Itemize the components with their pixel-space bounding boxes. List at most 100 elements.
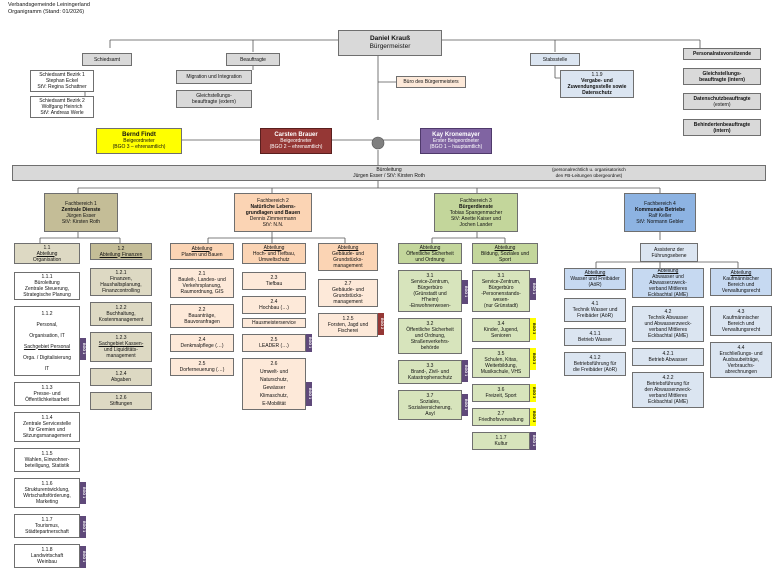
fb4-abt-wasser: Abteilung Wasser und Freibäder (AöR) bbox=[564, 268, 626, 290]
item-3-1-ez: 3.1 Service-Zentrum, Bürgerbüro (Grünsta… bbox=[398, 270, 462, 312]
item-1-1-1: 1.1.1 Büroleitung Zentrale Steuerung, St… bbox=[14, 272, 80, 300]
abt-abw-l2: Abwasser und bbox=[652, 274, 684, 280]
item-2-1: 2.1 Bauleit-, Landes- und Verkehrsplanun… bbox=[170, 268, 234, 298]
i32-l3: Straßenverkehrs- bbox=[410, 339, 450, 345]
i118-l2: Weinbau bbox=[37, 559, 57, 565]
item-2-5-leader: 2.5 LEADER (…) bbox=[242, 334, 306, 352]
bueroleitung-note-l1: (personalrechtlich u. organisatorisch bbox=[552, 167, 626, 172]
i112-num: 1.1.2 bbox=[41, 310, 53, 317]
i24-num: 2.4 bbox=[198, 337, 206, 343]
i31-l5: -Einwohnerwesen- bbox=[409, 303, 451, 309]
i35-l2: Weiterbildung, bbox=[485, 363, 517, 369]
i22-num: 2.2 bbox=[198, 307, 206, 313]
item-1-2-5: 1.2.5 Forsten, Jagd und Fischerei bbox=[318, 313, 378, 337]
i31-l3: (Grünstadt und bbox=[413, 291, 447, 297]
i122-l1: Buchhaltung, bbox=[106, 311, 136, 317]
fb4-box: Fachbereich 4 Kommunale Betriebe Ralf Ke… bbox=[624, 193, 696, 232]
i31b-l5: (nur Grünstadt) bbox=[484, 303, 518, 309]
item-2-7-friedhof: 2.7 Friedhofsverwaltung bbox=[472, 408, 530, 426]
item-4-1-2: 4.1.2 Betriebsführung für die Freibäder … bbox=[564, 352, 626, 376]
schiedsamt1-person: Stephan Eckel bbox=[45, 78, 79, 84]
i422-l4: Eckbachtal (AME) bbox=[647, 399, 688, 405]
item-1-1-8: 1.1.8 Landwirtschaft Weinbau bbox=[14, 544, 80, 568]
item-1-1-3: 1.1.3 Presse- und Öffentlichkeitsarbeit bbox=[14, 382, 80, 406]
item-1-1-7: 1.1.7 Tourismus, Städtepartnerschaft bbox=[14, 514, 80, 538]
fb1-box: Fachbereich 1 Zentrale Dienste Jürgen Es… bbox=[44, 193, 118, 232]
vergabe-l3: Datenschutz bbox=[582, 90, 612, 96]
mayor-title: Bürgermeister bbox=[369, 43, 411, 50]
item-3-5: 3.5 Schulen, Kitas, Weiterbildung, Musik… bbox=[472, 348, 530, 378]
i36-num: 3.6 bbox=[497, 387, 505, 393]
i43-l1: Kaufmännischer bbox=[722, 315, 760, 321]
i22-l2: Bauvoranfragen bbox=[184, 319, 220, 325]
stabsstelle-label: Stabsstelle bbox=[542, 56, 568, 63]
i26-l5: E-Mobilität bbox=[262, 401, 286, 407]
findt-name: Bernd Findt bbox=[122, 132, 156, 138]
i114-num: 1.1.4 bbox=[41, 415, 53, 421]
bueroleitung-names: Jürgen Esser / StV: Kirsten Roth bbox=[353, 173, 425, 179]
i113-l2: Öffentlichkeitsarbeit bbox=[25, 397, 69, 403]
item-4-2-2: 4.2.2 Betriebsführung für den Abwasserzw… bbox=[632, 372, 704, 408]
i44-l2: Ausbaubeiträge, bbox=[722, 357, 760, 363]
item-4-3: 4.3 Kaufmännischer Bereich und Verwaltun… bbox=[710, 306, 772, 336]
item-2-5-dorf: 2.5 Dorferneuerung (…) bbox=[170, 358, 234, 376]
i422-num: 4.2.2 bbox=[662, 375, 674, 381]
i24h-num: 2.4 bbox=[270, 299, 278, 305]
item-2-3: 2.3 Tiefbau bbox=[242, 272, 306, 290]
fb2-box: Fachbereich 2 Natürliche Lebens- grundla… bbox=[234, 193, 312, 232]
i117-num: 1.1.7 bbox=[41, 517, 53, 523]
i116-num: 1.1.6 bbox=[41, 481, 53, 487]
i31b-l4: wesen- bbox=[492, 297, 510, 303]
i26-l3: Gewässer bbox=[262, 385, 286, 391]
fb1-abt-finanzen: 1.2 Abteilung Finanzen bbox=[90, 243, 152, 260]
gleichstellung-extern-box: Gleichstellungs- beauftragte (extern) bbox=[176, 90, 252, 108]
i422-l2: den Abwasserzweck- bbox=[644, 387, 692, 393]
bueroleitung-note: (personalrechtlich u. organisatorisch de… bbox=[552, 167, 626, 178]
abt-hoch-l2: Hoch- und Tiefbau, bbox=[252, 250, 296, 257]
abt-ord-l3: und Ordnung bbox=[415, 256, 445, 263]
bgo-tag: BGO 1 bbox=[462, 280, 468, 304]
i31b-l3: -Personenstands- bbox=[481, 291, 521, 297]
abt-kfm-l3: Bereich und bbox=[727, 282, 755, 288]
i32-num: 3.2 bbox=[426, 321, 434, 327]
i37-l2: Sozialversicherung, bbox=[408, 405, 452, 411]
fb3-head: Tobias Spangenmacher bbox=[449, 209, 503, 216]
kronemayer-name: Kay Kronemayer bbox=[432, 132, 480, 138]
abt-wasser-l1: Abteilung bbox=[584, 270, 606, 276]
fb1-name: Zentrale Dienste bbox=[61, 206, 101, 213]
i123-l3: management bbox=[106, 353, 136, 359]
gleich-ext-line2: beauftragte (extern) bbox=[192, 99, 236, 105]
i31b-l1: Service-Zentrum, bbox=[481, 279, 521, 285]
abt-ord-l2: Öffentliche Sicherheit bbox=[406, 250, 454, 257]
kronemayer-sub: (BGO 1 – hauptamtlich) bbox=[429, 144, 483, 150]
bgo-tag: BGO 1 bbox=[530, 432, 536, 450]
i35-num: 3.5 bbox=[497, 351, 505, 357]
fb1-deputy: StV: Kirsten Roth bbox=[61, 218, 101, 225]
fb4-head: Ralf Keller bbox=[648, 212, 672, 219]
i411-num: 4.1.1 bbox=[589, 331, 601, 337]
i125-l1: Forsten, Jagd und bbox=[327, 322, 369, 328]
item-1-1-5: 1.1.5 Wahlen, Einwohner- beteiligung, St… bbox=[14, 448, 80, 472]
schiedsamt-bezirk1-box: Schiedsamt Bezirk 1 Stephan Eckel StV: R… bbox=[30, 70, 94, 92]
i122-l2: Kostenmanagement bbox=[98, 317, 144, 323]
bgo-tag: BGO 3 bbox=[530, 384, 536, 402]
fb2-title: Fachbereich 2 bbox=[257, 197, 289, 204]
i111-l3: Strategische Planung bbox=[23, 292, 71, 298]
i116-l1: Strukturentwicklung, bbox=[24, 487, 70, 493]
item-1-2-4: 1.2.4 Abgaben bbox=[90, 368, 152, 386]
abt-org-num: 1.1 bbox=[43, 244, 51, 251]
mayor-box: Daniel Krauß Bürgermeister bbox=[338, 30, 442, 56]
item-2-2: 2.2 Bauanträge, Bauvoranfragen bbox=[170, 304, 234, 328]
bgo-tag: BGO 1 bbox=[462, 360, 468, 382]
i117k-num: 1.1.7 bbox=[495, 435, 507, 441]
i122-num: 1.2.2 bbox=[115, 305, 127, 311]
i113-l1: Presse- und bbox=[33, 391, 61, 397]
assist-l2: Führungsebene bbox=[651, 252, 687, 259]
item-4-4: 4.4 Erschließungs- und Ausbaubeiträge, V… bbox=[710, 342, 772, 378]
fb4-name: Kommunale Betriebe bbox=[634, 206, 685, 213]
i112-l1: Personal, bbox=[36, 321, 58, 328]
brauer-name: Carsten Brauer bbox=[274, 132, 318, 138]
vergabe-num: 1.1.9 bbox=[591, 72, 603, 78]
fb3-abt-bildung: Abteilung Bildung, Soziales und Sport bbox=[472, 243, 538, 264]
i42-l3: verband Mittleres bbox=[648, 327, 688, 333]
